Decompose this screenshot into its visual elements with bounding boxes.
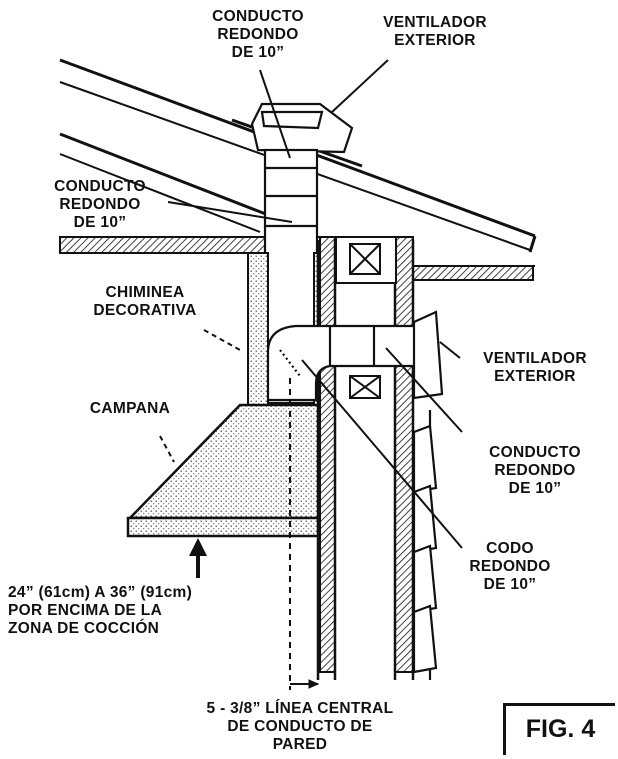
roof-cap — [231, 102, 363, 168]
wall — [316, 236, 415, 680]
height-arrow — [189, 538, 207, 578]
hood-label: CAMPANA — [89, 400, 171, 417]
wall-duct-label: CONDUCTO REDONDO DE 10” — [489, 444, 581, 497]
leader-lines — [159, 59, 463, 549]
cooking-height-label: 24” (61cm) A 36” (91cm) POR ENCIMA DE LA… — [8, 584, 193, 637]
centerline-label: 5 - 3/8” LÍNEA CENTRAL DE CONDUCTO DE PA… — [206, 700, 394, 753]
ceiling-duct-label: CONDUCTO REDONDO DE 10” — [54, 178, 146, 231]
wall-cap — [412, 310, 444, 400]
centerline — [289, 378, 320, 690]
figure-label: FIG. 4 — [503, 703, 615, 755]
hood — [126, 403, 322, 538]
wall-fan-label: VENTILADOR EXTERIOR — [483, 350, 587, 385]
elbow-label: CODO REDONDO DE 10” — [469, 540, 551, 593]
roof-duct-label: CONDUCTO REDONDO DE 10” — [212, 8, 304, 61]
siding — [412, 410, 438, 680]
roof-fan-label: VENTILADOR EXTERIOR — [383, 14, 487, 49]
chimney-label: CHIMINEA DECORATIVA — [93, 284, 197, 319]
